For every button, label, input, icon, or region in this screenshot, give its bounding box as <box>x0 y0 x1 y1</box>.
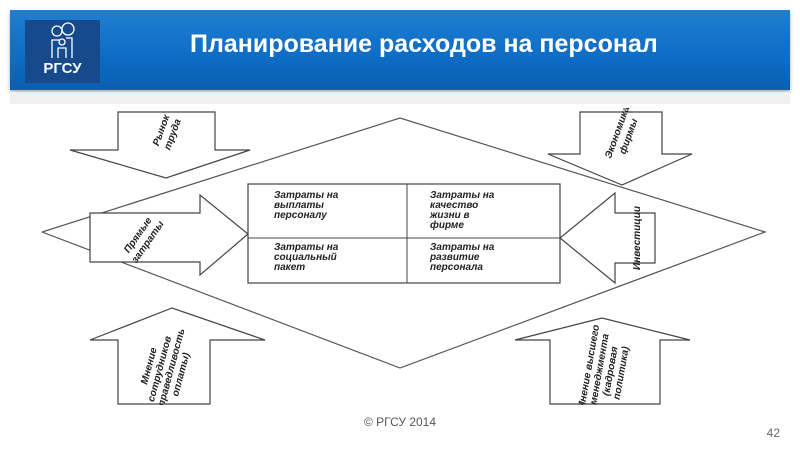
family-icon <box>51 22 75 58</box>
cost-matrix <box>247 183 561 284</box>
investments-arrow <box>559 191 656 285</box>
direct-costs-arrow <box>89 193 249 277</box>
management-opinion-arrow <box>514 317 691 405</box>
labor-market-arrow <box>69 111 251 179</box>
employee-opinion-arrow <box>89 307 266 405</box>
management-opinion-label: Мнение высшегоменеджмента(кадроваяполити… <box>576 324 634 405</box>
firm-economy-arrow <box>547 111 693 186</box>
header-shadow-band <box>10 92 790 104</box>
slide-header <box>10 10 790 90</box>
investments-label: Инвестиции <box>632 206 643 270</box>
page-number: 42 <box>766 426 780 440</box>
logo-text: РГСУ <box>43 60 82 77</box>
footer-copyright: © РГСУ 2014 <box>363 415 437 429</box>
rgsu-logo: РГСУ <box>25 20 100 83</box>
slide-title: Планирование расходов на персонал <box>190 30 658 58</box>
diamond-shape <box>40 117 767 369</box>
